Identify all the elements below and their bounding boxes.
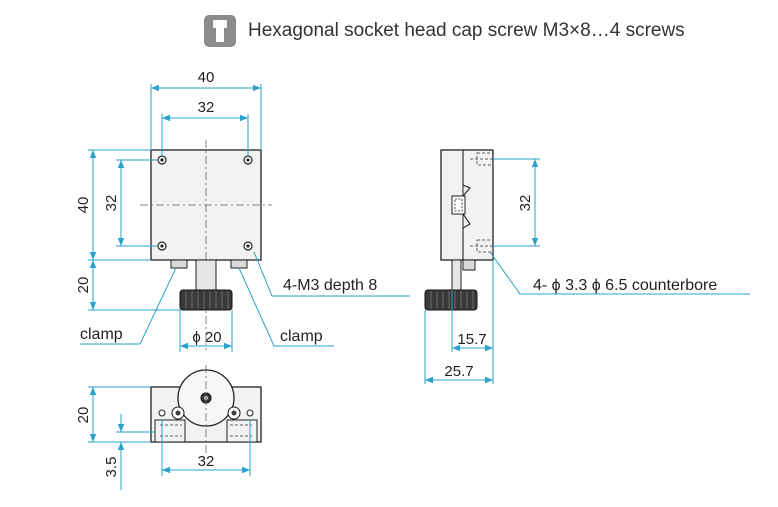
dim-side-15-7: 15.7	[457, 331, 486, 348]
dim-front-width-40: 40	[198, 69, 215, 86]
dim-front-height-40: 40	[75, 197, 92, 214]
front-view: 40 32 40 32 20 ϕ 20 4-M3 depth 8 clamp c…	[75, 69, 410, 352]
side-knob	[424, 289, 478, 311]
dim-bottom-3-5: 3.5	[103, 457, 120, 478]
front-knob	[179, 289, 233, 311]
callout-4-m3-depth: 4-M3 depth 8	[283, 277, 377, 294]
dim-side-25-7: 25.7	[444, 363, 473, 380]
callout-clamp-left: clamp	[80, 326, 123, 343]
clamp-left-part	[170, 259, 188, 269]
dim-front-width-32: 32	[198, 99, 215, 116]
dim-side-height-32: 32	[517, 195, 534, 212]
dim-bottom-width-32: 32	[198, 453, 215, 470]
callout-clamp-right: clamp	[280, 328, 323, 345]
dim-front-height-32: 32	[103, 195, 120, 212]
side-view: 32 15.7 25.7 4- ϕ 3.3 ϕ 6.5 counterbore	[424, 149, 750, 384]
callout-counterbore: 4- ϕ 3.3 ϕ 6.5 counterbore	[533, 277, 717, 294]
header-title: Hexagonal socket head cap screw M3×8…4 s…	[248, 20, 685, 41]
bottom-view: 20 3.5 32	[75, 365, 262, 490]
dim-knob-height-20: 20	[75, 277, 92, 294]
dim-bottom-height-20: 20	[75, 407, 92, 424]
header: Hexagonal socket head cap screw M3×8…4 s…	[204, 14, 685, 48]
dim-knob-diameter: ϕ 20	[192, 329, 221, 346]
clamp-right-part	[230, 259, 248, 269]
side-body	[440, 149, 494, 261]
screw-icon	[204, 15, 236, 47]
